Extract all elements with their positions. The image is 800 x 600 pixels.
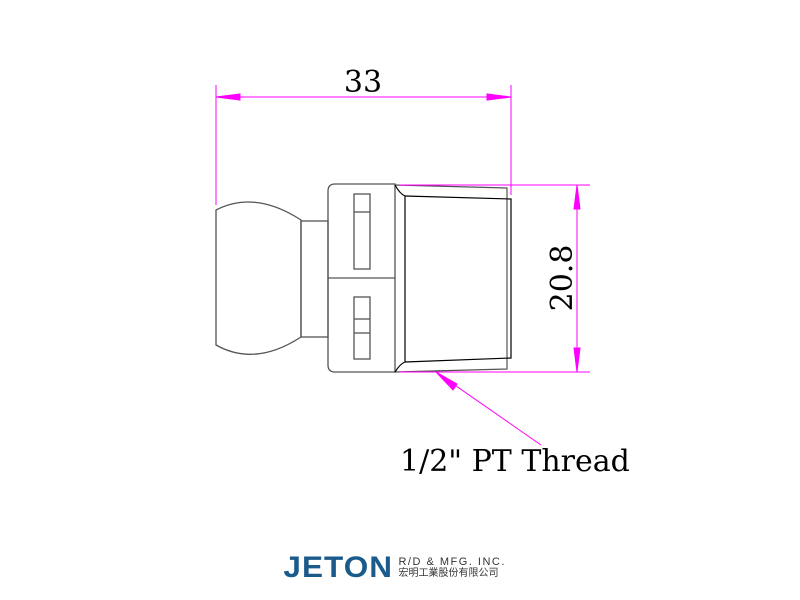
neck (300, 220, 329, 338)
logo-subtitle-zh: 宏明工業股份有限公司 (398, 568, 499, 579)
thread-callout: 1/2" PT Thread (400, 444, 630, 479)
company-logo: JETON R/D & MFG. INC. 宏明工業股份有限公司 (283, 551, 506, 584)
hex-body (327, 183, 396, 373)
thread-section (394, 184, 512, 373)
arrow-icon (435, 371, 458, 391)
logo-subtitle: R/D & MFG. INC. 宏明工業股份有限公司 (398, 556, 506, 580)
height-dimension: 20.8 (545, 245, 580, 312)
arrow-icon (573, 184, 581, 210)
arrow-icon (573, 347, 581, 373)
arrow-icon (215, 93, 241, 101)
logo-subtitle-en: R/D & MFG. INC. (398, 556, 506, 568)
lower-slot (353, 296, 371, 360)
upper-slot (353, 193, 371, 270)
logo-brand: JETON (283, 551, 394, 584)
width-dimension: 33 (344, 65, 382, 100)
ball-end (215, 201, 302, 355)
part-outline (215, 183, 396, 373)
dimension-lines (215, 85, 590, 446)
arrow-icon (486, 93, 512, 101)
